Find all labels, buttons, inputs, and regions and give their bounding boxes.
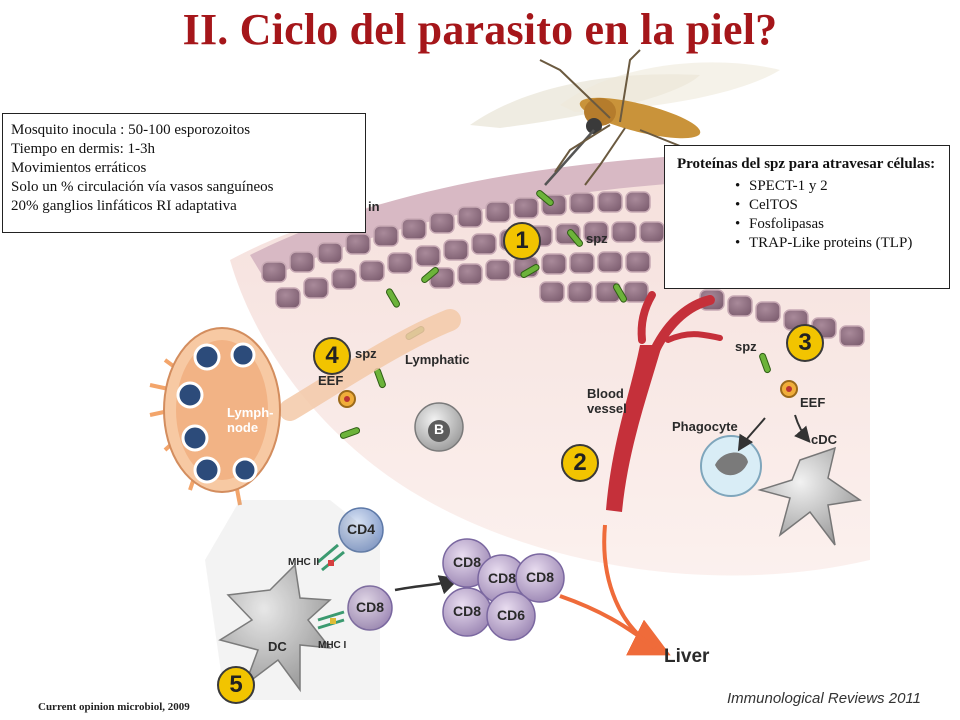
- info-line: 20% ganglios linfáticos RI adaptativa: [11, 198, 237, 214]
- info-box-left: Mosquito inocula : 50-100 esporozoitos T…: [2, 113, 366, 233]
- info-line: Tiempo en dermis: 1-3h: [11, 141, 156, 157]
- blood-vessel: [606, 291, 723, 512]
- mhc1-label: MHC I: [318, 640, 347, 651]
- protein-item: SPECT-1 y 2: [735, 177, 949, 196]
- step-5-badge: 5: [217, 666, 255, 704]
- eef-right-core: [786, 386, 792, 392]
- protein-item: CelTOS: [735, 196, 949, 215]
- cd8-cluster-label: CD8: [452, 603, 481, 619]
- blood-vessel-label: Blood vessel: [587, 386, 627, 416]
- lymphatic-vessel: [279, 309, 461, 421]
- liver-label: Liver: [664, 646, 710, 667]
- eef-label-left: EEF: [318, 373, 344, 388]
- cd8-single-cell: [347, 585, 393, 631]
- arrow-cd8-to-liver: [559, 594, 657, 650]
- b-cell: [414, 402, 464, 452]
- eef-label-right: EEF: [800, 395, 826, 410]
- spz-label-left: spz: [355, 346, 377, 361]
- info-line: Mosquito inocula : 50-100 esporozoitos: [11, 122, 251, 138]
- info-box-right: Proteínas del spz para atravesar células…: [664, 145, 950, 289]
- b-cell-label: B: [433, 421, 445, 437]
- lymph-node: [149, 327, 281, 506]
- arrow-to-cd8-cluster: [394, 575, 460, 595]
- zoom-funnel: [205, 500, 380, 700]
- cd8-cluster-label: CD8: [452, 554, 481, 570]
- antigen-mhc1: [330, 618, 336, 624]
- protein-list: SPECT-1 y 2 CelTOS Fosfolipasas TRAP-Lik…: [677, 177, 949, 253]
- arrow-cdc: [794, 414, 811, 444]
- slide-title: II. Ciclo del parasito en la piel?: [182, 5, 778, 54]
- cd8-single-label: CD8: [355, 599, 384, 615]
- protein-item: TRAP-Like proteins (TLP): [735, 234, 949, 253]
- mosquito-icon: [470, 49, 780, 186]
- info-box-heading: Proteínas del spz para atravesar células…: [677, 156, 936, 172]
- cdc-label: cDC: [811, 432, 838, 447]
- lymph-node-label: Lymph- node: [227, 405, 274, 435]
- info-line: Solo un % circulación vía vasos sanguíne…: [11, 179, 274, 195]
- spz-label-right: spz: [735, 339, 757, 354]
- citation: Current opinion microbiol, 2009: [38, 701, 190, 713]
- eef-left-core: [344, 396, 350, 402]
- info-line: Movimientos erráticos: [11, 160, 147, 176]
- phagocyte-cell: [700, 435, 762, 497]
- protein-item: Fosfolipasas: [735, 215, 949, 234]
- step-2-badge: 2: [561, 444, 599, 482]
- spz-label-top: spz: [586, 231, 608, 246]
- cd8-cluster: [442, 538, 565, 641]
- dc-label: DC: [268, 639, 287, 654]
- skin-label: in: [368, 199, 380, 214]
- cd4-label: CD4: [346, 521, 375, 537]
- step-1-badge: 1: [503, 222, 541, 260]
- step-3-badge: 3: [786, 324, 824, 362]
- dc-cell: [218, 563, 332, 693]
- phagocyte-label: Phagocyte: [672, 419, 738, 434]
- arrow-phagocyte: [737, 417, 766, 452]
- lymphatic-label: Lymphatic: [405, 352, 470, 367]
- cd8-cluster-label: CD8: [525, 569, 554, 585]
- antigen-mhc2: [328, 560, 334, 566]
- cdc-cell: [757, 446, 862, 546]
- mhc2-label: MHC II: [288, 557, 320, 568]
- cd8-cluster-label: CD8: [487, 570, 516, 586]
- cd4-cell: [338, 507, 384, 553]
- journal-credit: Immunological Reviews 2011: [727, 690, 921, 707]
- step-4-badge: 4: [313, 337, 351, 375]
- cd8-cluster-label: CD6: [496, 607, 525, 623]
